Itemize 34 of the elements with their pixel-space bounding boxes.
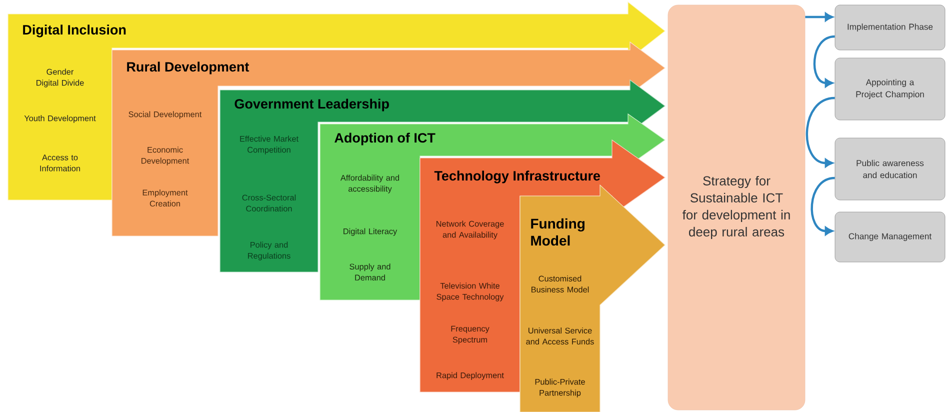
item-label: Youth Development xyxy=(24,115,96,123)
arrow xyxy=(813,35,835,88)
item-label: Universal Service and Access Funds xyxy=(526,328,594,345)
item-label: Access to Information xyxy=(40,154,80,172)
step-box: Change Management xyxy=(834,212,946,262)
arrow-heading: Technology Infrastructure xyxy=(434,170,600,184)
arrow-heading: Rural Development xyxy=(127,62,250,74)
item-label: Customised Business Model xyxy=(532,276,589,293)
item-label: Affordability and accessibility xyxy=(340,174,400,194)
item-label: Gender Digital Divide xyxy=(36,68,84,88)
item-label: Cross-Sectoral Coordination xyxy=(242,194,296,212)
arrow-heading: Government Leadership xyxy=(234,98,389,112)
item-label: Digital Literacy xyxy=(344,228,398,236)
step-box: Appointing a Project Champion xyxy=(834,58,946,120)
arrow-heading: Digital Inclusion xyxy=(23,24,126,38)
arrow xyxy=(805,12,833,22)
item-label: Frequency Spectrum xyxy=(451,326,490,344)
item-label: Network Coverage and Availability xyxy=(436,220,504,240)
item-label: Policy and Regulations xyxy=(248,242,290,260)
item-label: Rapid Deployment xyxy=(436,372,504,380)
item-label: Effective Market Competition xyxy=(240,136,298,154)
arrow xyxy=(806,96,835,168)
step-box: Public awareness and education xyxy=(834,138,946,200)
step-box: Implementation Phase xyxy=(834,4,946,50)
item-label: Economic Development xyxy=(142,146,190,166)
item-label: Television White Space Technology xyxy=(436,282,504,302)
arrow xyxy=(810,176,835,236)
item-label: Social Development xyxy=(128,111,202,119)
item-label: Public-Private Partnership xyxy=(535,378,585,398)
arrow-heading: Adoption of ICT xyxy=(334,132,436,146)
arrow-heading: Funding Model xyxy=(531,218,584,246)
strategy-box: Strategy for Sustainable ICT for development in deep rural areas xyxy=(668,4,806,410)
item-label: Employment Creation xyxy=(142,190,188,206)
item-label: Supply and Demand xyxy=(350,264,390,281)
